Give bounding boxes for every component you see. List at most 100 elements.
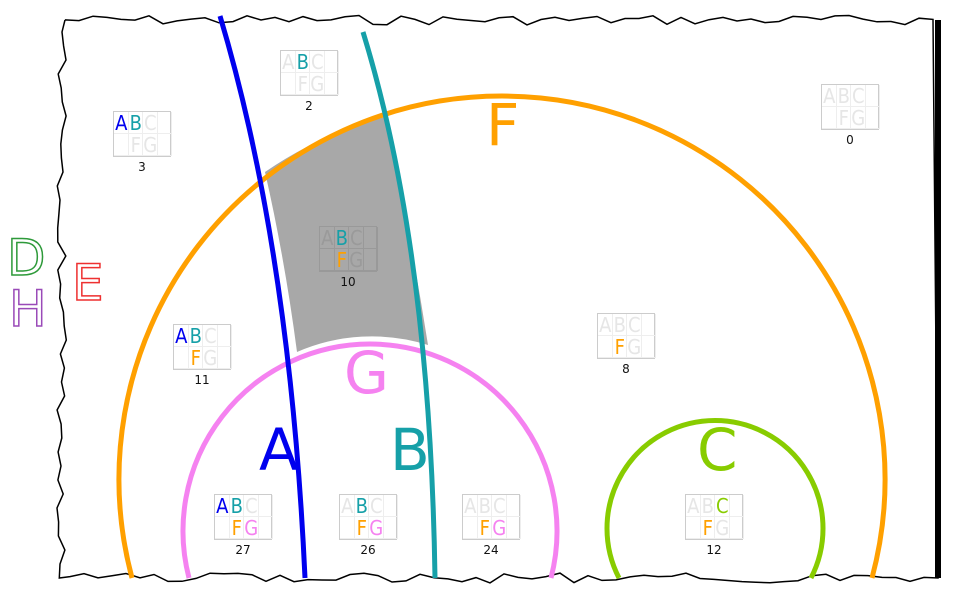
membership-b: B [612, 314, 627, 336]
membership-c: C [492, 494, 507, 518]
membership-b: B [477, 495, 492, 517]
label-f: F [486, 91, 520, 159]
membership-empty [174, 347, 189, 369]
membership-a: A [686, 495, 701, 517]
membership-f: F [295, 73, 310, 95]
region-count: 12 [706, 543, 722, 557]
membership-empty [822, 107, 837, 129]
membership-c: C [310, 50, 325, 74]
membership-b: B [836, 85, 851, 107]
membership-empty [320, 249, 335, 271]
membership-g: G [851, 106, 866, 130]
membership-a: A [320, 227, 335, 249]
membership-empty [258, 495, 273, 517]
membership-c: C [203, 324, 218, 348]
membership-c: C [627, 313, 642, 337]
membership-empty [281, 73, 296, 95]
membership-empty [363, 249, 378, 271]
membership-g: G [627, 335, 642, 359]
region-count: 24 [483, 543, 499, 557]
membership-empty [641, 314, 656, 336]
membership-empty [506, 517, 521, 539]
membership-empty [157, 112, 172, 134]
membership-empty [383, 517, 398, 539]
membership-empty [258, 517, 273, 539]
membership-empty [157, 134, 172, 156]
region-count: 26 [360, 543, 376, 557]
membership-c: C [143, 111, 158, 135]
membership-a: A [463, 495, 478, 517]
membership-empty [463, 517, 478, 539]
membership-b: B [188, 325, 203, 347]
membership-empty [340, 517, 355, 539]
membership-g: G [244, 516, 259, 540]
set-c-curve [604, 418, 826, 580]
membership-empty [865, 107, 880, 129]
membership-c: C [369, 494, 384, 518]
membership-empty [865, 85, 880, 107]
label-b: B [390, 416, 430, 484]
membership-empty [363, 227, 378, 249]
membership-b: B [128, 112, 143, 134]
jagged-border [56, 14, 939, 584]
membership-a: A [598, 314, 613, 336]
region-count: 0 [846, 133, 854, 147]
region-count: 10 [340, 275, 356, 289]
membership-b: B [229, 495, 244, 517]
membership-a: A [281, 51, 296, 73]
membership-a: A [340, 495, 355, 517]
membership-empty [217, 325, 232, 347]
membership-b: B [295, 51, 310, 73]
membership-a: A [114, 112, 129, 134]
membership-a: A [215, 495, 230, 517]
membership-empty [114, 134, 129, 156]
label-c: C [697, 416, 738, 484]
membership-b: B [700, 495, 715, 517]
membership-a: A [174, 325, 189, 347]
label-h: H [8, 280, 47, 338]
label-g: G [344, 339, 389, 407]
membership-f: F [188, 347, 203, 369]
set-b-curve [360, 31, 438, 579]
membership-f: F [700, 517, 715, 539]
region-count: 2 [305, 99, 313, 113]
label-a: A [259, 416, 299, 484]
membership-g: G [369, 516, 384, 540]
label-d: D [6, 229, 46, 287]
membership-g: G [349, 248, 364, 272]
set-g-curve [180, 341, 560, 579]
membership-b: B [334, 227, 349, 249]
membership-g: G [310, 72, 325, 96]
membership-f: F [334, 249, 349, 271]
membership-empty [383, 495, 398, 517]
membership-empty [324, 73, 339, 95]
set-f-curve [116, 93, 888, 579]
membership-g: G [143, 133, 158, 157]
set-a-curve [217, 15, 308, 579]
membership-g: G [715, 516, 730, 540]
membership-c: C [851, 84, 866, 108]
membership-c: C [244, 494, 259, 518]
membership-empty [686, 517, 701, 539]
membership-empty [506, 495, 521, 517]
membership-empty [598, 336, 613, 358]
membership-f: F [229, 517, 244, 539]
